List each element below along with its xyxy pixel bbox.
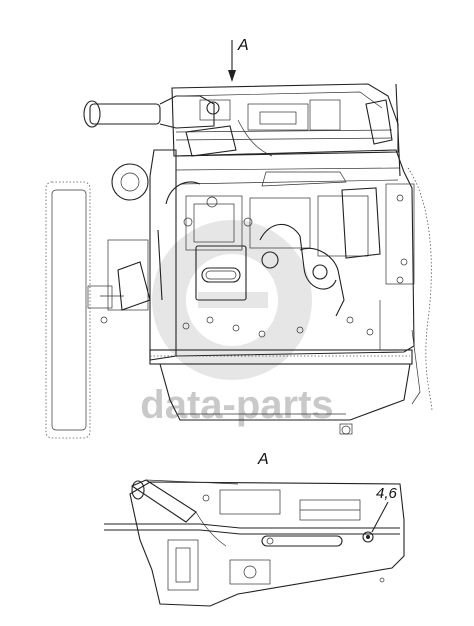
view-title: A	[257, 451, 269, 468]
right-bracket	[379, 167, 433, 411]
callout-leader	[371, 501, 389, 533]
callout-bolt	[362, 531, 374, 543]
detail-fuel-line	[104, 511, 400, 547]
fuel-lines	[157, 119, 345, 317]
bolt-markers	[182, 316, 374, 338]
oil-sump	[149, 349, 413, 435]
detail-view-a: A	[104, 451, 405, 607]
detail-pipe	[130, 479, 239, 523]
view-arrow-a: A	[228, 37, 249, 82]
pulley	[100, 163, 151, 324]
cylinder-head	[171, 83, 401, 177]
view-arrow-label: A	[237, 37, 249, 54]
callout-label: 4,6	[376, 485, 398, 502]
engine-block	[149, 149, 415, 361]
callout-4-6: 4,6	[362, 485, 398, 543]
flywheel	[45, 181, 124, 439]
injection-pump	[183, 217, 253, 301]
intake-pipe	[83, 95, 215, 129]
detail-outline	[129, 481, 405, 607]
detail-components	[167, 489, 385, 591]
engine-side-view: A	[45, 37, 433, 439]
